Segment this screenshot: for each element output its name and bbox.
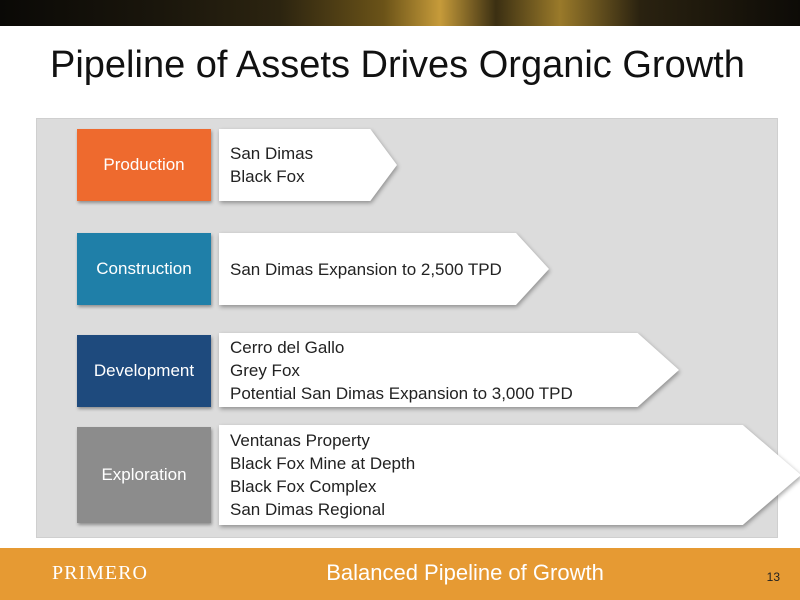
footer-tagline: Balanced Pipeline of Growth — [326, 560, 604, 585]
list-item: Black Fox Mine at Depth — [230, 454, 416, 473]
stage-production: Production — [77, 129, 211, 201]
stage-items-arrow-production: San Dimas Black Fox — [219, 129, 397, 201]
list-item: Ventanas Property — [230, 431, 370, 450]
stage-development: Development — [77, 335, 211, 407]
stage-items-arrow-exploration: Ventanas Property Black Fox Mine at Dept… — [219, 425, 800, 525]
list-item: San Dimas Regional — [230, 500, 385, 519]
stage-label: Production — [103, 155, 185, 174]
pipeline-panel: Production San Dimas Black Fox Construct… — [36, 118, 800, 538]
stage-exploration: Exploration — [77, 427, 211, 523]
stage-items-arrow-construction: San Dimas Expansion to 2,500 TPD — [219, 233, 549, 305]
stage-construction: Construction — [77, 233, 211, 305]
page-number: 13 — [766, 570, 780, 584]
list-item: Black Fox Complex — [230, 477, 377, 496]
list-item: Black Fox — [230, 167, 305, 186]
list-item: Cerro del Gallo — [230, 337, 345, 357]
company-logo: PRIMERO — [52, 562, 148, 584]
stage-label: Development — [93, 361, 195, 380]
list-item: Potential San Dimas Expansion to 3,000 T… — [230, 383, 573, 403]
stage-items-arrow-development: Cerro del Gallo Grey Fox Potential San D… — [219, 333, 679, 407]
header-banner-image — [0, 0, 800, 26]
page-title: Pipeline of Assets Drives Organic Growth — [50, 44, 745, 86]
list-item: Grey Fox — [230, 360, 300, 380]
footer-bar: PRIMERO Balanced Pipeline of Growth 13 — [0, 548, 800, 600]
stage-label: Construction — [96, 259, 192, 278]
list-item: San Dimas Expansion to 2,500 TPD — [230, 259, 502, 279]
stage-label: Exploration — [101, 465, 187, 484]
list-item: San Dimas — [230, 144, 314, 163]
